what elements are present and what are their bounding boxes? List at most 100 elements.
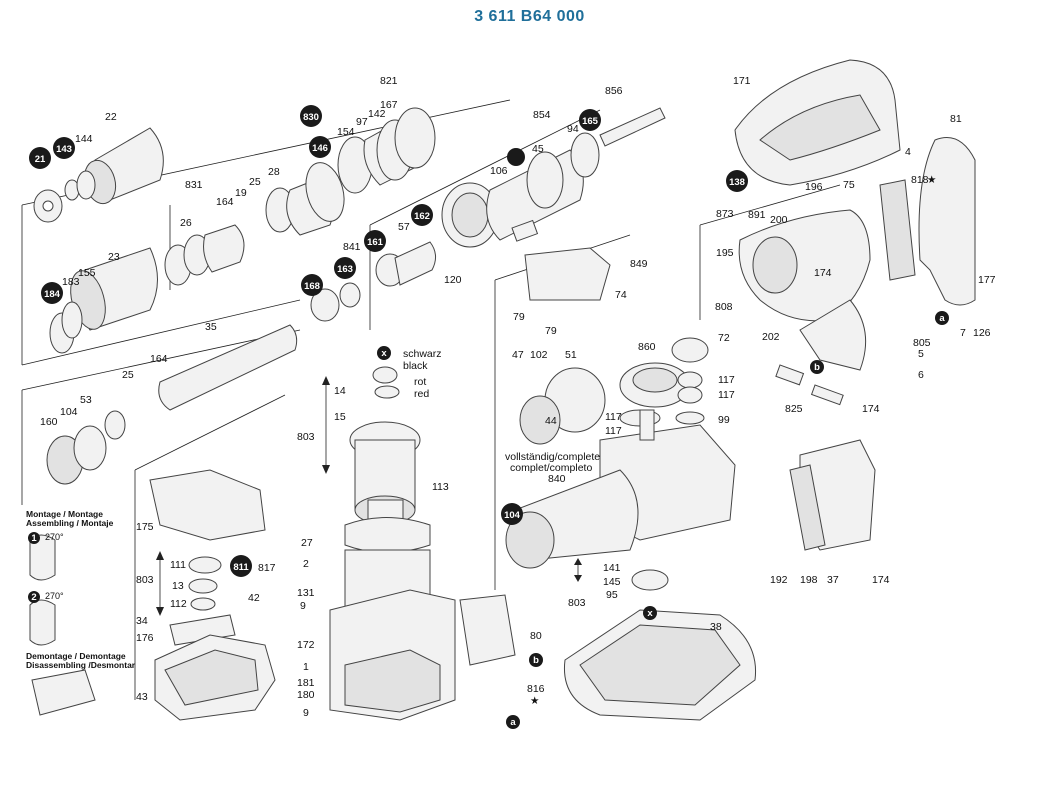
svg-text:vollständig/complete: vollständig/complete [505, 451, 600, 463]
svg-text:53: 53 [80, 394, 92, 406]
svg-text:7: 7 [960, 327, 966, 339]
svg-text:183: 183 [62, 276, 80, 288]
svg-text:95: 95 [606, 589, 618, 601]
svg-text:35: 35 [205, 321, 217, 333]
svg-text:202: 202 [762, 331, 780, 343]
svg-text:131: 131 [297, 587, 315, 599]
svg-text:120: 120 [444, 274, 462, 286]
svg-text:141: 141 [603, 562, 621, 574]
svg-text:79: 79 [513, 311, 525, 323]
svg-text:26: 26 [180, 217, 192, 229]
svg-text:117: 117 [605, 425, 622, 437]
svg-text:80: 80 [530, 630, 542, 642]
svg-text:803: 803 [297, 431, 315, 443]
svg-text:117: 117 [605, 411, 622, 423]
svg-text:37: 37 [827, 574, 839, 586]
svg-text:126: 126 [973, 327, 991, 339]
callout-168: 168 [301, 274, 323, 296]
hammer-mechanism-parts [310, 107, 666, 322]
svg-text:808: 808 [715, 301, 733, 313]
svg-text:270°: 270° [45, 532, 64, 542]
svg-text:817: 817 [258, 562, 276, 574]
svg-text:155: 155 [78, 267, 96, 279]
svg-text:174: 174 [872, 574, 890, 586]
svg-text:113: 113 [432, 481, 449, 493]
svg-text:22: 22 [105, 111, 117, 123]
svg-text:a: a [510, 717, 516, 728]
svg-text:163: 163 [337, 264, 353, 275]
svg-text:196: 196 [805, 181, 823, 193]
svg-text:164: 164 [150, 353, 168, 365]
svg-text:1: 1 [303, 661, 309, 673]
svg-text:23: 23 [108, 251, 120, 263]
svg-text:19: 19 [235, 187, 247, 199]
svg-text:142: 142 [368, 108, 386, 120]
svg-text:184: 184 [44, 289, 61, 300]
callout-165: 165 [579, 109, 601, 131]
svg-text:75: 75 [843, 179, 855, 191]
tool-holder-parts [33, 107, 436, 485]
svg-text:13: 13 [172, 580, 184, 592]
svg-text:161: 161 [367, 237, 384, 248]
svg-text:180: 180 [297, 689, 315, 701]
svg-text:Assembling / Montaje: Assembling / Montaje [26, 518, 114, 528]
callout-a-center: a [506, 715, 520, 729]
svg-text:81: 81 [950, 113, 962, 125]
callout-x-top: x [377, 346, 391, 360]
svg-text:860: 860 [638, 341, 656, 353]
svg-text:117: 117 [718, 374, 735, 386]
callout-162: 162 [411, 204, 433, 226]
callout-104: 104 [501, 503, 523, 525]
svg-text:144: 144 [75, 133, 93, 145]
svg-text:a: a [939, 313, 945, 324]
svg-text:97: 97 [356, 116, 368, 128]
svg-text:164: 164 [216, 196, 234, 208]
svg-text:818: 818 [911, 174, 929, 186]
svg-text:x: x [647, 608, 653, 619]
svg-text:79: 79 [545, 325, 557, 337]
svg-text:803: 803 [136, 574, 154, 586]
svg-text:154: 154 [337, 126, 355, 138]
part-number-title: 3 611 B64 000 [474, 8, 585, 25]
svg-text:Demontage / Demontage: Demontage / Demontage [26, 651, 126, 661]
callout-x-bottom: x [643, 606, 657, 620]
svg-text:99: 99 [718, 414, 730, 426]
svg-text:rot: rot [414, 376, 426, 388]
svg-text:145: 145 [603, 576, 621, 588]
callout-b-center: b [529, 653, 543, 667]
svg-text:34: 34 [136, 615, 148, 627]
callout-step-2: 2 [28, 591, 40, 603]
svg-text:111: 111 [170, 559, 186, 571]
svg-text:44: 44 [545, 415, 557, 427]
svg-text:102: 102 [530, 349, 548, 361]
svg-text:143: 143 [56, 144, 72, 155]
svg-text:174: 174 [862, 403, 880, 415]
svg-text:21: 21 [35, 154, 46, 165]
callout-21: 21 [29, 147, 51, 169]
svg-text:104: 104 [504, 510, 521, 521]
svg-text:Disassembling /Desmontar: Disassembling /Desmontar [26, 660, 136, 670]
svg-text:175: 175 [136, 521, 154, 533]
svg-text:198: 198 [800, 574, 818, 586]
svg-text:51: 51 [565, 349, 577, 361]
callout-830: 830 [300, 105, 322, 127]
svg-text:181: 181 [297, 677, 315, 689]
svg-text:146: 146 [312, 143, 328, 154]
callout-step-1: 1 [28, 532, 40, 544]
svg-text:9: 9 [300, 600, 306, 612]
svg-text:b: b [533, 655, 539, 666]
svg-text:47: 47 [512, 349, 524, 361]
svg-text:25: 25 [249, 176, 261, 188]
callout-163: 163 [334, 257, 356, 279]
callout-bubbles: 21 143 184 830 146 165 162 161 168 163 1… [28, 105, 949, 729]
svg-text:200: 200 [770, 214, 788, 226]
svg-text:27: 27 [301, 537, 313, 549]
svg-text:45: 45 [532, 143, 544, 155]
switch-parts [29, 469, 276, 721]
svg-text:94: 94 [567, 123, 579, 135]
svg-text:165: 165 [582, 116, 599, 127]
svg-text:74: 74 [615, 289, 627, 301]
svg-text:830: 830 [303, 112, 319, 123]
